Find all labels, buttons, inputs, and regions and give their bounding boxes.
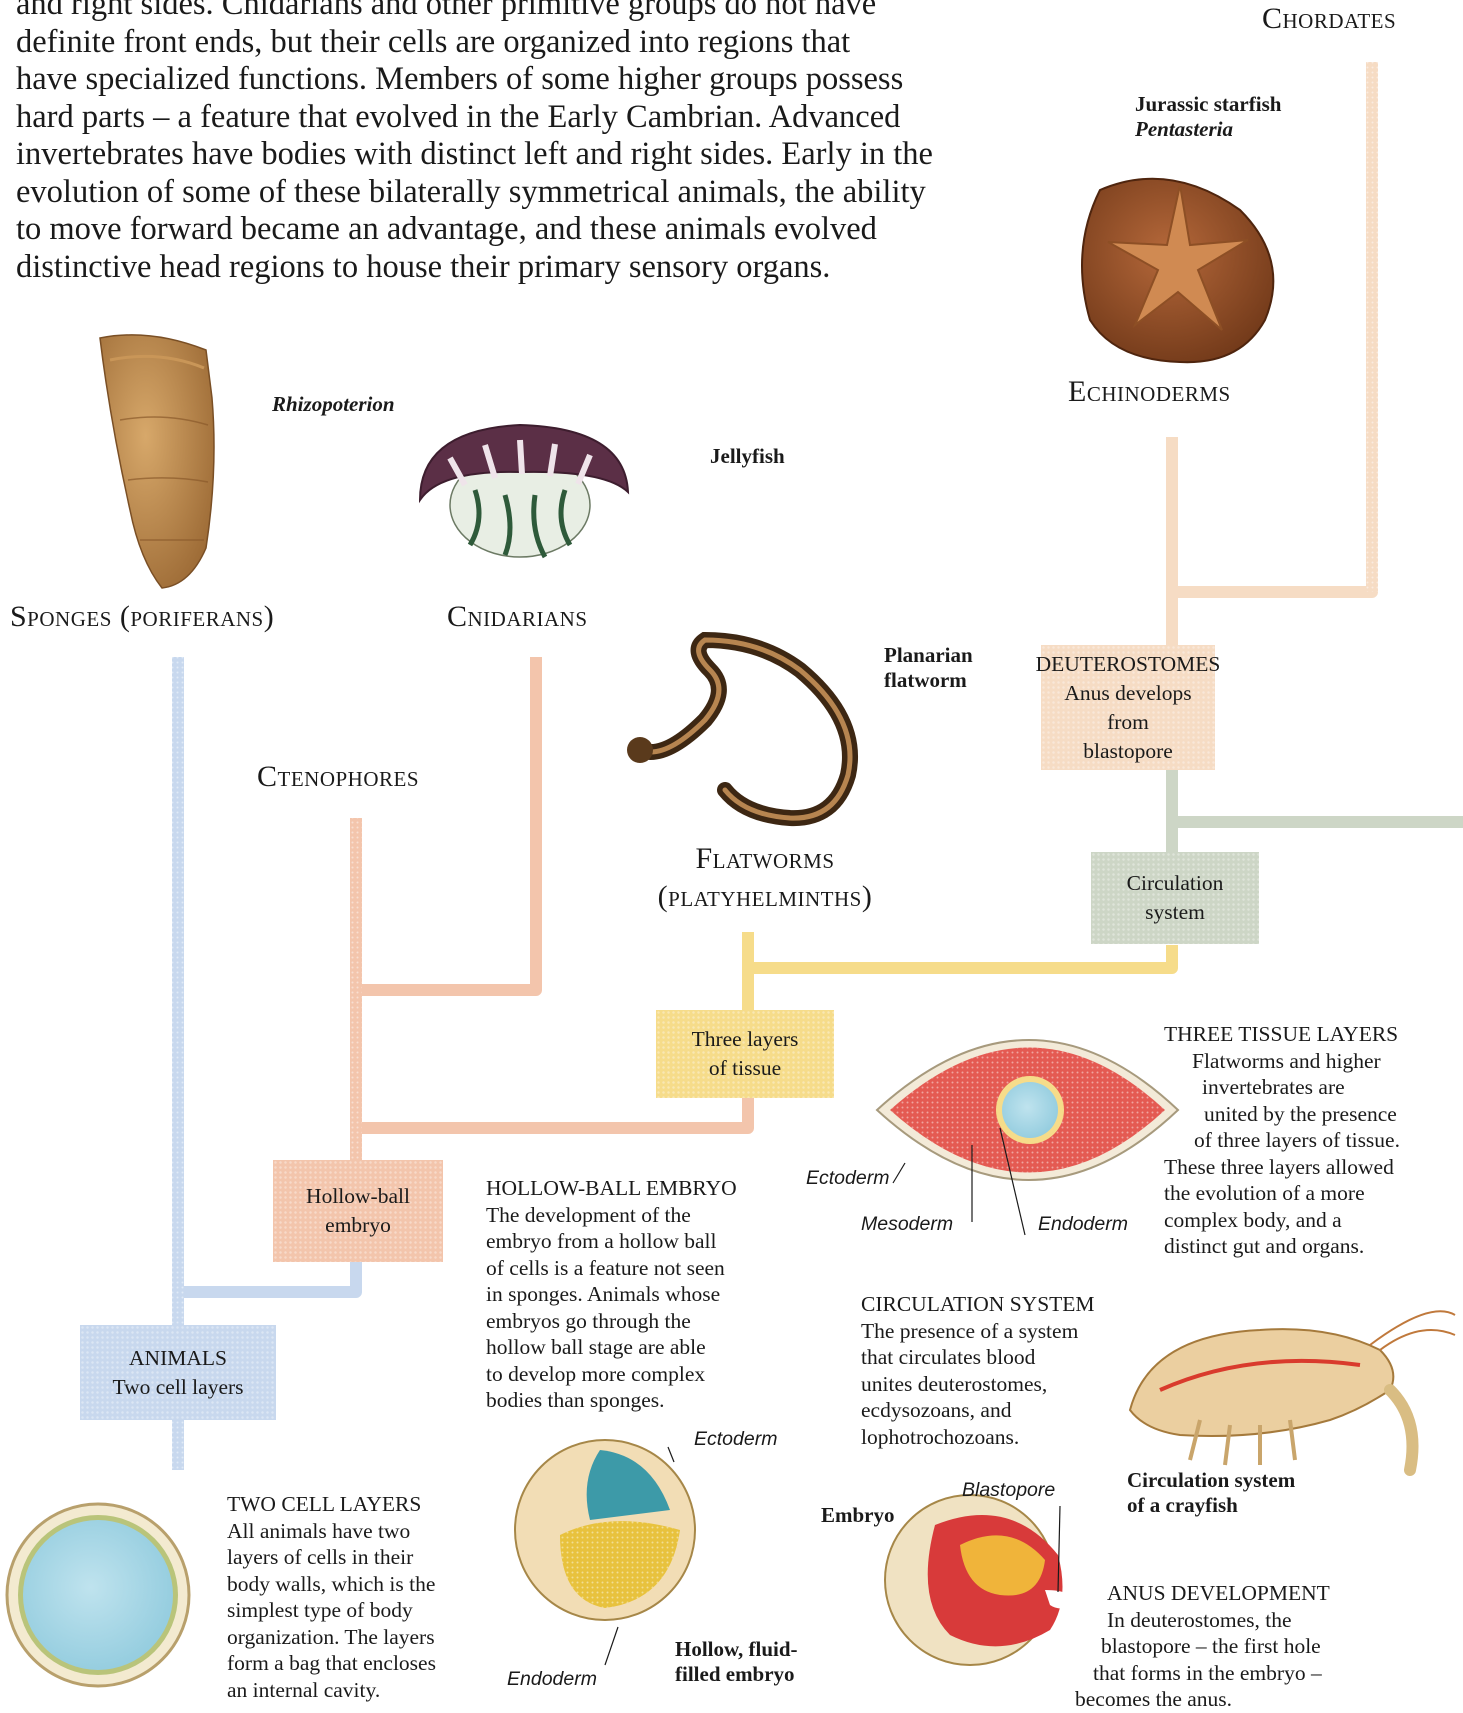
node-hollow-ball: Hollow-ball embryo bbox=[273, 1160, 443, 1262]
caption-hollow-line2: filled embryo bbox=[675, 1662, 795, 1686]
caption-planarian-line1: Planarian bbox=[884, 643, 973, 667]
group-flatworms: Flatworms (platyhelminths) bbox=[620, 840, 910, 916]
node-animals-line2: Two cell layers bbox=[112, 1373, 243, 1402]
label-blastopore: Blastopore bbox=[962, 1479, 1055, 1502]
label-ectoderm: Ectoderm bbox=[806, 1167, 889, 1190]
info-two-cell-heading: Two cell layers bbox=[227, 1491, 497, 1518]
two-cell-layer-illustration bbox=[7, 1504, 189, 1686]
starfish-fossil-illustration bbox=[1082, 179, 1273, 362]
caption-hollow-line1: Hollow, fluid- bbox=[675, 1637, 798, 1661]
node-three-layers: Three layers of tissue bbox=[656, 1010, 834, 1098]
label-mesoderm: Mesoderm bbox=[861, 1213, 953, 1236]
group-echinoderms: Echinoderms bbox=[1068, 375, 1231, 409]
node-animals-line1: ANIMALS bbox=[129, 1344, 227, 1373]
node-deuterostomes-line3: blastopore bbox=[1083, 737, 1173, 766]
blastopore-embryo-illustration bbox=[885, 1495, 1075, 1665]
node-hollow-ball-line1: Hollow-ball bbox=[306, 1182, 410, 1211]
caption-starfish-line2: Pentasteria bbox=[1135, 117, 1233, 141]
node-circulation-line2: system bbox=[1145, 898, 1205, 927]
node-three-layers-line1: Three layers bbox=[692, 1025, 799, 1054]
label-endoderm: Endoderm bbox=[1038, 1213, 1128, 1236]
caption-rhizopoterion: Rhizopoterion bbox=[272, 392, 395, 417]
info-three-tissue: Three tissue layers Flatworms and higher… bbox=[1164, 1021, 1463, 1260]
caption-embryo: Embryo bbox=[821, 1503, 895, 1528]
caption-crayfish-line2: of a crayfish bbox=[1127, 1493, 1238, 1517]
flatworm-illustration bbox=[627, 640, 850, 818]
info-circulation-heading: Circulation system bbox=[861, 1291, 1131, 1318]
node-animals: ANIMALS Two cell layers bbox=[80, 1325, 276, 1420]
group-chordates: Chordates bbox=[1262, 2, 1396, 36]
info-hollow-ball-heading: Hollow-ball embryo bbox=[486, 1175, 796, 1202]
caption-crayfish: Circulation system of a crayfish bbox=[1127, 1468, 1295, 1518]
caption-planarian-line2: flatworm bbox=[884, 668, 967, 692]
info-circulation: Circulation system The presence of a sys… bbox=[861, 1291, 1131, 1450]
info-hollow-ball: Hollow-ball embryo The development of th… bbox=[486, 1175, 796, 1414]
caption-hollow-embryo: Hollow, fluid- filled embryo bbox=[675, 1637, 798, 1687]
caption-jellyfish: Jellyfish bbox=[710, 444, 785, 469]
caption-starfish: Jurassic starfish Pentasteria bbox=[1135, 92, 1281, 142]
caption-planarian: Planarian flatworm bbox=[884, 643, 973, 693]
group-cnidarians: Cnidarians bbox=[447, 600, 588, 634]
group-flatworms-line1: Flatworms bbox=[695, 842, 834, 875]
node-deuterostomes-line1: DEUTEROSTOMES bbox=[1036, 650, 1221, 679]
group-ctenophores: Ctenophores bbox=[257, 760, 419, 794]
info-two-cell: Two cell layers All animals have two lay… bbox=[227, 1491, 497, 1703]
caption-starfish-line1: Jurassic starfish bbox=[1135, 92, 1281, 116]
sponge-illustration bbox=[100, 335, 214, 588]
node-circulation-line1: Circulation bbox=[1127, 869, 1224, 898]
jellyfish-illustration bbox=[420, 425, 628, 557]
node-hollow-ball-line2: embryo bbox=[325, 1211, 391, 1240]
caption-crayfish-line1: Circulation system bbox=[1127, 1468, 1295, 1492]
node-circulation: Circulation system bbox=[1091, 852, 1259, 944]
label-endoderm-hollow: Endoderm bbox=[507, 1668, 597, 1691]
group-sponges: Sponges (poriferans) bbox=[10, 600, 274, 634]
node-deuterostomes-line2: Anus develops from bbox=[1041, 679, 1215, 737]
three-layer-embryo-illustration bbox=[877, 1040, 1178, 1180]
node-three-layers-line2: of tissue bbox=[709, 1054, 781, 1083]
crayfish-illustration bbox=[1130, 1311, 1455, 1470]
info-anus-heading: Anus development bbox=[1075, 1580, 1375, 1607]
node-deuterostomes: DEUTEROSTOMES Anus develops from blastop… bbox=[1041, 645, 1215, 770]
hollow-embryo-illustration bbox=[515, 1440, 695, 1620]
info-anus: Anus development In deuterostomes, the b… bbox=[1075, 1580, 1375, 1713]
group-flatworms-line2: (platyhelminths) bbox=[658, 880, 873, 913]
label-ectoderm-hollow: Ectoderm bbox=[694, 1428, 777, 1451]
info-three-tissue-heading: Three tissue layers bbox=[1164, 1021, 1463, 1048]
